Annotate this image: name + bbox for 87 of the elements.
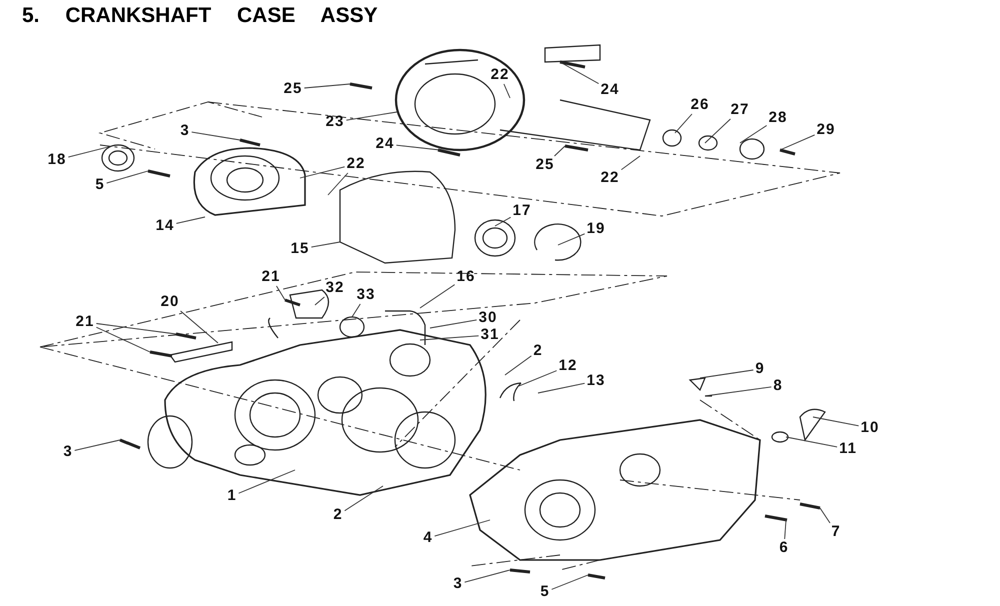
leader-line [300,166,346,178]
leader-line [96,326,150,352]
callout-number: 15 [290,241,310,257]
leader-line [558,233,586,246]
callout-number: 22 [346,156,366,172]
leader-line [180,310,218,344]
callout-number: 27 [730,102,750,118]
callout-number: 29 [816,122,836,138]
leader-line [314,296,325,306]
leader-line [191,132,240,140]
callout-number: 24 [600,82,620,98]
leader-line [328,172,348,196]
callout-number: 10 [860,420,880,436]
leader-line [820,508,830,524]
leader-line [786,436,838,448]
leader-line [740,125,768,144]
leader-line [420,284,456,308]
callout-number: 18 [48,152,66,168]
leader-line [518,370,558,386]
callout-number: 14 [156,218,174,234]
callout-number: 28 [768,110,788,126]
callout-number: 22 [490,67,510,83]
callout-number: 25 [536,157,554,173]
title: 5. CRANKSHAFT CASE ASSY [22,4,378,28]
leader-line [560,62,600,84]
callout-number: 9 [755,361,765,377]
leader-line [304,84,350,88]
leader-line [704,386,772,396]
callout-number: 7 [831,524,841,540]
leader-line [176,216,206,224]
leader-line [68,146,112,158]
leader-line [494,216,512,226]
leader-line [538,382,586,394]
callout-number: 32 [326,280,344,296]
callout-number: 16 [456,269,476,285]
leader-line [554,146,566,156]
leader-line [620,156,640,170]
leader-line [352,304,361,318]
leader-line [276,286,286,300]
callout-number: 21 [262,269,280,285]
callout-number: 2 [333,507,343,523]
leader-line [780,134,816,150]
leader-line [704,118,731,144]
callout-number: 23 [326,114,344,130]
callout-number: 3 [180,123,190,139]
leader-line [700,370,754,378]
callout-number: 25 [284,81,302,97]
callout-number: 3 [453,576,463,592]
callout-number: 17 [512,203,532,219]
leader-line [503,84,510,98]
leader-line [784,520,786,540]
leader-line [674,114,692,134]
callout-number: 33 [356,287,376,303]
callout-number: 8 [773,378,783,394]
leader-line [504,355,532,376]
leader-line [344,486,384,512]
callout-number: 19 [586,221,606,237]
callout-number: 2 [533,343,543,359]
callout-number: 26 [690,97,710,113]
leader-line [310,242,340,248]
leader-line [420,335,480,340]
callout-number: 5 [95,177,105,193]
callout-number: 1 [227,488,237,504]
leader-line [346,112,398,121]
callout-number: 12 [558,358,578,374]
callout-number: 30 [478,310,498,326]
leader-line [812,416,860,426]
leader-line [434,520,490,537]
leader-line [464,570,510,583]
callout-number: 3 [63,444,73,460]
callout-number: 11 [839,441,857,457]
leader-line [74,440,120,451]
callout-number: 22 [600,170,620,186]
leader-line [396,144,440,150]
leader-line [106,170,148,184]
callout-number: 24 [376,136,394,152]
callout-number: 21 [76,314,94,330]
leader-line [238,470,296,494]
callout-number: 6 [779,540,789,556]
callout-number: 4 [423,530,433,546]
callout-number: 31 [480,327,500,343]
callout-number: 13 [586,373,606,389]
callout-number: 5 [540,584,550,600]
leader-line [430,320,478,328]
leader-line [96,323,176,334]
callout-number: 20 [160,294,180,310]
leader-line [551,574,588,590]
